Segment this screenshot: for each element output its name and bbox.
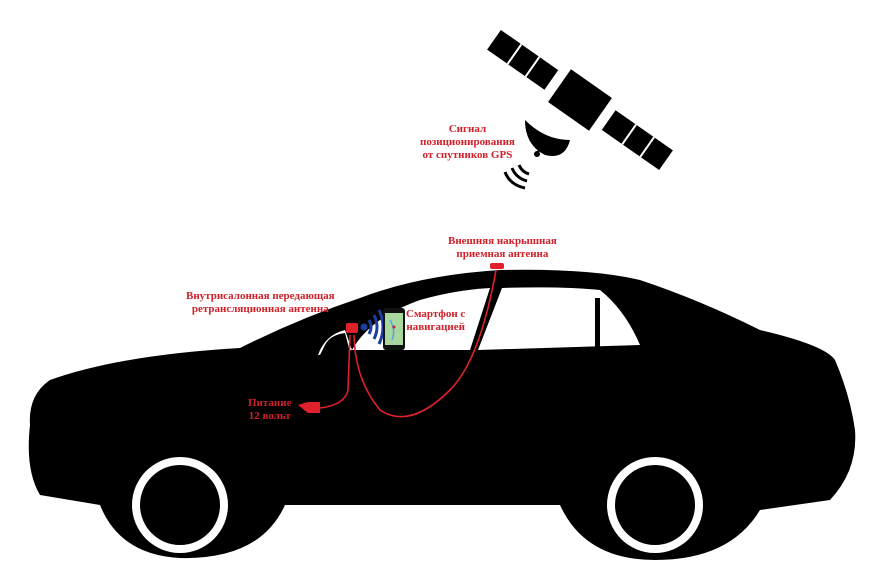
inner-antenna-line-1: Внутрисалонная передающая	[186, 290, 335, 302]
power-label: Питание 12 вольт	[248, 397, 292, 423]
smartphone-icon	[383, 308, 405, 350]
inner-antenna-line-2: ретрансляционная антенна	[191, 303, 329, 315]
power-plug-icon	[298, 402, 320, 413]
power-line-2: 12 вольт	[248, 410, 291, 422]
car-silhouette	[28, 269, 856, 560]
gps-signal-label: Сигнал позиционирования от спутников GPS	[420, 123, 515, 162]
gps-signal-line-1: Сигнал	[448, 123, 487, 135]
roof-antenna-label: Внешняя накрышная приемная антенна	[448, 235, 557, 261]
gps-signal-waves-icon	[503, 164, 530, 190]
inner-antenna-label: Внутрисалонная передающая ретрансляционн…	[186, 290, 335, 316]
roof-antenna-line-2: приемная антенна	[456, 248, 549, 260]
roof-antenna-line-1: Внешняя накрышная	[448, 235, 557, 247]
roof-antenna-icon	[490, 263, 504, 269]
smartphone-line-1: Смартфон с	[406, 308, 466, 320]
satellite-icon	[487, 29, 673, 171]
inner-antenna-icon	[346, 323, 358, 333]
wires	[319, 269, 497, 418]
power-line-1: Питание	[248, 397, 292, 409]
smartphone-label: Смартфон с навигацией	[406, 308, 465, 334]
smartphone-line-2: навигацией	[406, 321, 465, 333]
gps-signal-line-3: от спутников GPS	[422, 149, 513, 161]
gps-signal-line-2: позиционирования	[420, 136, 515, 148]
